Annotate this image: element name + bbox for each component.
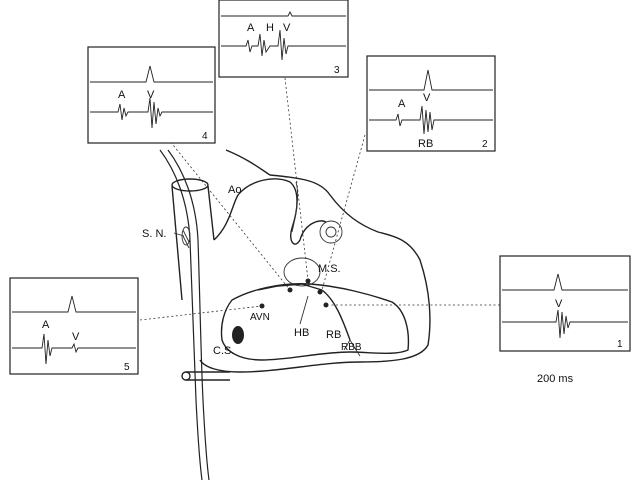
panel-3-intracardiac-trace — [221, 29, 346, 61]
panel-2-surface-trace — [369, 69, 493, 91]
panel-2-label-v: V — [423, 92, 431, 104]
leader-5 — [139, 305, 263, 321]
ivc-opening — [181, 371, 191, 381]
sinus-node-hatch — [182, 229, 190, 249]
panel-3-frame — [218, 0, 349, 78]
panel-4-intracardiac-trace — [90, 97, 213, 129]
label-av-node: AVN — [250, 312, 270, 323]
panel-1-frame — [499, 255, 631, 352]
panel-5-frame — [9, 277, 139, 375]
pulmonary-valve-inner — [325, 226, 337, 238]
panel-2-label-rb: RB — [418, 138, 433, 150]
ecg-panel-5: A V 5 — [9, 277, 139, 375]
svc-walls — [171, 185, 215, 301]
right-bundle-branches — [343, 339, 361, 357]
sinus-node-pointer — [173, 232, 185, 237]
panel-2-label-a: A — [398, 98, 406, 110]
panel-3-label-v: V — [283, 22, 291, 34]
site-2 — [317, 289, 323, 295]
label-his-bundle: HB — [294, 327, 309, 339]
ecg-panel-3: A H V 3 — [218, 0, 349, 78]
panel-5-surface-trace — [12, 295, 136, 313]
label-sinus-node: S. N. — [142, 228, 166, 240]
his-bundle-path — [257, 283, 323, 291]
label-right-bundle: RB — [326, 329, 341, 341]
site-3 — [305, 278, 311, 284]
ecg-panel-2: A V RB 2 — [366, 55, 496, 152]
panel-2-number: 2 — [482, 139, 488, 150]
panel-3-label-h: H — [266, 22, 274, 34]
panel-4-surface-trace — [90, 65, 213, 83]
panel-2-frame — [366, 55, 496, 152]
panel-3-number: 3 — [334, 65, 340, 76]
panel-1-surface-trace — [502, 273, 628, 291]
membranous-septum-shape — [283, 257, 321, 287]
heart-drawing — [159, 149, 431, 481]
right-bundle-path — [321, 289, 351, 341]
ivc-tube — [186, 371, 230, 381]
panel-2-intracardiac-trace — [369, 105, 493, 135]
leader-4 — [164, 134, 291, 291]
scale-label: 200 ms — [537, 373, 574, 385]
site-1 — [323, 302, 329, 308]
pulmonary-valve — [319, 220, 343, 244]
ecg-panel-4: A V 4 — [87, 46, 216, 144]
panel-4-label-v: V — [147, 89, 155, 101]
label-aorta: Ao — [228, 184, 241, 196]
heart-outer-contour — [199, 149, 431, 373]
panel-4-label-a: A — [118, 89, 126, 101]
ecg-panel-1: V 1 — [499, 255, 631, 352]
panel-5-intracardiac-trace — [12, 333, 136, 365]
panel-4-number: 4 — [202, 131, 208, 142]
label-right-bundle-branching: RBB — [341, 342, 362, 353]
panel-5-number: 5 — [124, 362, 130, 373]
right-ventricle — [220, 282, 410, 361]
leader-lines — [139, 77, 500, 321]
his-bundle-pointer — [299, 295, 309, 325]
label-membranous-septum: M.S. — [318, 263, 341, 275]
panel-1-number: 1 — [617, 339, 623, 350]
leader-2 — [321, 134, 366, 291]
panel-3-surface-trace — [221, 10, 346, 17]
panel-5-label-a: A — [42, 319, 50, 331]
coronary-sinus-mark — [232, 326, 244, 344]
leader-3 — [284, 77, 309, 281]
panel-1-intracardiac-trace — [502, 309, 628, 339]
panel-3-label-a: A — [247, 22, 255, 34]
panel-1-label-v: V — [555, 298, 563, 310]
catheter-line-outer — [167, 149, 210, 481]
aorta-inner — [291, 181, 299, 233]
svc-opening — [171, 178, 209, 192]
panel-5-label-v: V — [72, 331, 80, 343]
sinus-node-mark — [181, 226, 191, 246]
label-coronary-sinus: C.S. — [213, 345, 234, 357]
